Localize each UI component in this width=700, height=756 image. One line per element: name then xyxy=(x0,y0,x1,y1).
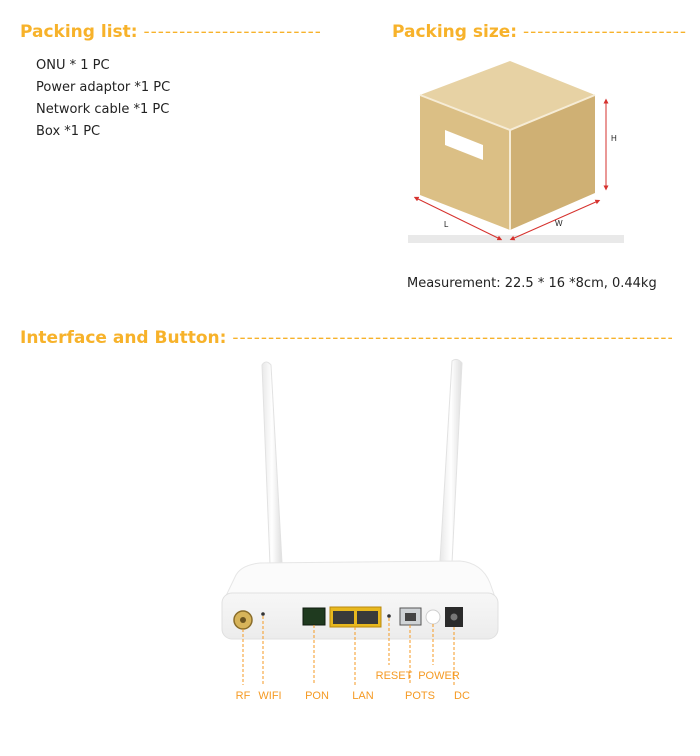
list-item: ONU * 1 PC xyxy=(36,58,110,73)
box-left-face xyxy=(420,95,510,230)
right-antenna xyxy=(439,358,463,564)
list-item: Box *1 PC xyxy=(36,124,101,139)
box-right-face xyxy=(510,95,595,230)
port-label-pon: PON xyxy=(305,690,329,702)
pon-port xyxy=(302,607,326,626)
heading-divider: ---------------------------------- xyxy=(143,22,321,42)
left-antenna xyxy=(261,361,283,566)
pots-port-inner xyxy=(405,613,416,621)
router-top xyxy=(223,560,497,601)
port-label-rf: RF xyxy=(236,690,251,702)
port-label-wifi: WIFI xyxy=(258,690,281,702)
height-label: H xyxy=(611,134,617,143)
lan-port-2 xyxy=(357,611,378,624)
packing-list-title: Packing list: xyxy=(20,22,138,42)
port-label-lan: LAN xyxy=(352,690,373,702)
port-label-power: POWER xyxy=(418,670,460,682)
wifi-button xyxy=(261,612,265,616)
packing-list-heading: Packing list: --------------------------… xyxy=(20,21,320,43)
reset-button xyxy=(387,614,391,618)
length-label: L xyxy=(444,220,449,229)
power-button xyxy=(425,609,441,625)
heading-divider: ----------------------------------------… xyxy=(232,328,672,348)
router-icon: RF WIFI PON LAN RESET POTS POWER DC xyxy=(221,358,499,702)
port-label-pots: POTS xyxy=(405,690,435,702)
port-label-reset: RESET xyxy=(376,670,413,682)
lan-port-1 xyxy=(333,611,354,624)
interface-heading: Interface and Button: ------------------… xyxy=(20,327,672,349)
rf-connector-core xyxy=(240,617,246,623)
box-icon: H L W xyxy=(408,61,624,243)
packing-size-heading: Packing size: --------------------------… xyxy=(392,21,687,43)
width-arrow xyxy=(509,199,601,241)
interface-title: Interface and Button: xyxy=(20,328,227,348)
heading-divider: ------------------------------- xyxy=(522,22,687,42)
box-handle xyxy=(445,130,483,160)
length-arrow xyxy=(413,196,503,241)
packing-list: ONU * 1 PC Power adaptor *1 PC Network c… xyxy=(36,55,170,143)
list-item: Network cable *1 PC xyxy=(36,102,170,117)
box-shadow xyxy=(408,235,624,243)
list-item: Power adaptor *1 PC xyxy=(36,80,171,95)
packing-size-title: Packing size: xyxy=(392,22,518,42)
leader-lines xyxy=(242,616,455,685)
measurement-text: Measurement: 22.5 * 16 *8cm, 0.44kg xyxy=(407,276,657,291)
port-label-dc: DC xyxy=(454,690,470,702)
width-label: W xyxy=(555,219,563,228)
box-edge xyxy=(419,94,596,132)
dc-port-pin xyxy=(450,613,458,621)
